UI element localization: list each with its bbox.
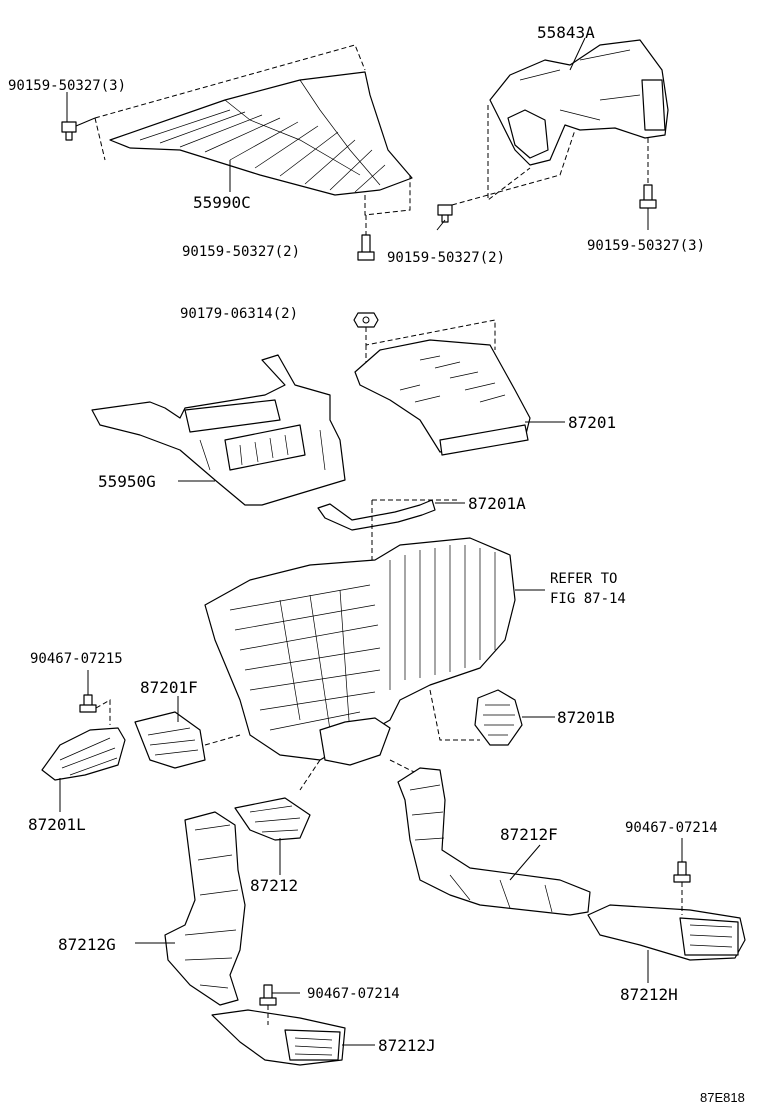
label-87201: 87201	[568, 413, 616, 432]
label-87212j: 87212J	[378, 1036, 436, 1055]
label-refer-line2: FIG 87-14	[550, 591, 626, 607]
label-55950g: 55950G	[98, 472, 156, 491]
part-heater-unit-drawing	[204, 537, 516, 766]
label-refer-line1: REFER TO	[550, 571, 617, 587]
part-87212g-drawing	[164, 811, 246, 1006]
label-87212: 87212	[250, 876, 298, 895]
label-87212f: 87212F	[500, 825, 558, 844]
part-87201f-drawing	[134, 711, 206, 769]
label-90159-left: 90159-50327(3)	[8, 78, 126, 94]
leader-lines	[59, 37, 683, 1046]
part-55843a-dashes	[451, 105, 649, 206]
part-55990c-drawing	[109, 71, 413, 196]
label-90467-07214-bottom: 90467-07214	[307, 986, 400, 1002]
part-87201l-drawing	[41, 727, 126, 781]
part-55990c-dashes	[94, 44, 411, 216]
part-87212-drawing	[234, 797, 311, 841]
bolt-right-b-icon	[639, 184, 657, 209]
label-87201b: 87201B	[557, 708, 615, 727]
label-87201a: 87201A	[468, 494, 526, 513]
bolt-right-a-icon	[437, 204, 453, 223]
screw-90467-07215-icon	[79, 694, 111, 725]
part-87201b-drawing	[474, 689, 523, 746]
label-90159-mid: 90159-50327(2)	[182, 244, 300, 260]
label-90159-right-a: 90159-50327(2)	[387, 250, 505, 266]
label-90467-07214-right: 90467-07214	[625, 820, 718, 836]
label-55990c: 55990C	[193, 193, 251, 212]
label-87201l: 87201L	[28, 815, 86, 834]
label-87212g: 87212G	[58, 935, 116, 954]
figure-code: 87E818	[700, 1090, 745, 1105]
part-87212f-drawing	[397, 767, 591, 916]
label-90159-right-b: 90159-50327(3)	[587, 238, 705, 254]
part-55843a-drawing	[489, 39, 669, 166]
screw-90467-07214-bottom-icon	[259, 984, 277, 1025]
part-55950g-drawing	[91, 354, 346, 506]
bolt-left-icon	[61, 117, 96, 141]
part-87201-drawing	[354, 339, 531, 456]
bolt-mid-icon	[357, 215, 375, 261]
label-87201f: 87201F	[140, 678, 198, 697]
label-55843a: 55843A	[537, 23, 595, 42]
label-90467-07215: 90467-07215	[30, 651, 123, 667]
part-87212h-drawing	[587, 904, 746, 961]
part-87212j-drawing	[211, 1009, 346, 1066]
screw-90467-07214-right-icon	[673, 861, 691, 915]
label-87212h: 87212H	[620, 985, 678, 1004]
label-90179: 90179-06314(2)	[180, 306, 298, 322]
